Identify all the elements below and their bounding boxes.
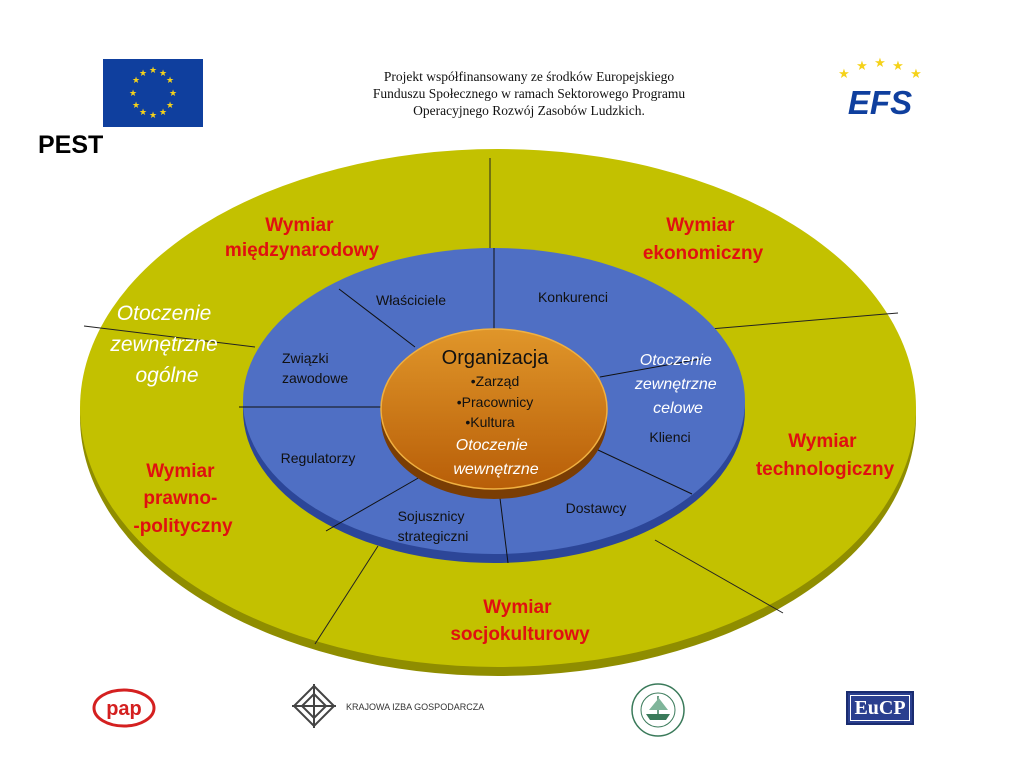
efs-logo-text: EFS <box>848 84 912 121</box>
eucp-logo: EuCP <box>846 691 914 725</box>
segment-label-dostawcy: Dostawcy <box>566 500 627 516</box>
svg-text:★: ★ <box>132 76 140 86</box>
svg-text:★: ★ <box>874 56 886 71</box>
dimension-label-ekonomiczny: Wymiar ekonomiczny <box>643 215 764 264</box>
svg-text:★: ★ <box>169 89 177 99</box>
svg-text:★: ★ <box>838 67 850 82</box>
svg-text:★: ★ <box>129 89 137 99</box>
svg-text:★: ★ <box>159 108 167 118</box>
svg-text:★: ★ <box>166 76 174 86</box>
core-item: •Pracownicy <box>457 394 533 410</box>
dimension-label-technologiczny: Wymiar technologiczny <box>756 431 895 480</box>
svg-text:★: ★ <box>166 101 174 111</box>
pap-logo-text: pap <box>106 698 142 720</box>
dimension-label-prawno-polityczny: Wymiar prawno- -polityczny <box>133 461 233 537</box>
dimension-label-socjokulturowy: Wymiar socjokulturowy <box>450 597 590 645</box>
svg-text:★: ★ <box>149 66 157 76</box>
svg-text:★: ★ <box>149 111 157 121</box>
outer-ring-label: Otoczenie zewnętrzne ogólne <box>109 302 223 387</box>
svg-text:★: ★ <box>139 69 147 79</box>
outer-dividers <box>83 158 899 645</box>
header-line: Operacyjnego Rozwój Zasobów Ludzkich. <box>413 103 645 118</box>
svg-text:★: ★ <box>132 101 140 111</box>
middle-ring-label: Otoczenie zewnętrzne celowe <box>634 352 721 417</box>
svg-text:★: ★ <box>159 69 167 79</box>
core-item: •Kultura <box>465 414 514 430</box>
sgh-seal-logo <box>631 683 685 737</box>
segment-label-wlasciciele: Właściciele <box>376 292 446 308</box>
dimension-label-miedzynarodowy: Wymiar międzynarodowy <box>225 215 380 261</box>
kig-logo: KRAJOWA IZBA GOSPODARCZA <box>292 684 484 728</box>
middle-dividers <box>239 248 701 564</box>
pap-logo: pap <box>92 688 156 728</box>
core-label: Otoczenie wewnętrzne <box>453 437 538 478</box>
page-title: PEST <box>38 131 104 159</box>
eu-flag-logo: ★★★ ★★★ ★★★ ★★★ <box>103 59 203 127</box>
segment-label-regulatorzy: Regulatorzy <box>281 450 356 466</box>
segment-label-zwiazki: Związki zawodowe <box>282 350 348 386</box>
segment-label-konkurenci: Konkurenci <box>538 289 608 305</box>
segment-label-klienci: Klienci <box>649 429 690 445</box>
svg-text:★: ★ <box>139 108 147 118</box>
svg-text:★: ★ <box>892 59 904 74</box>
kig-logo-text: KRAJOWA IZBA GOSPODARCZA <box>346 702 484 712</box>
core-item: •Zarząd <box>471 373 519 389</box>
svg-text:★: ★ <box>910 67 922 82</box>
organization-core <box>380 328 608 490</box>
segment-label-sojusznicy: Sojusznicy strategiczni <box>398 508 469 544</box>
efs-logo: ★ ★ ★ ★ ★ EFS <box>838 56 922 121</box>
kig-emblem-icon <box>292 684 336 728</box>
eucp-logo-text: EuCP <box>850 695 910 721</box>
core-title: Organizacja <box>442 347 550 369</box>
header-line: Projekt współfinansowany ze środków Euro… <box>383 69 675 84</box>
efs-stars-icon: ★ ★ ★ ★ ★ <box>838 56 922 82</box>
eu-stars-icon: ★★★ ★★★ ★★★ ★★★ <box>129 66 177 121</box>
svg-text:★: ★ <box>856 59 868 74</box>
project-header: Projekt współfinansowany ze środków Euro… <box>300 68 758 119</box>
header-line: Funduszu Społecznego w ramach Sektoroweg… <box>372 86 686 101</box>
